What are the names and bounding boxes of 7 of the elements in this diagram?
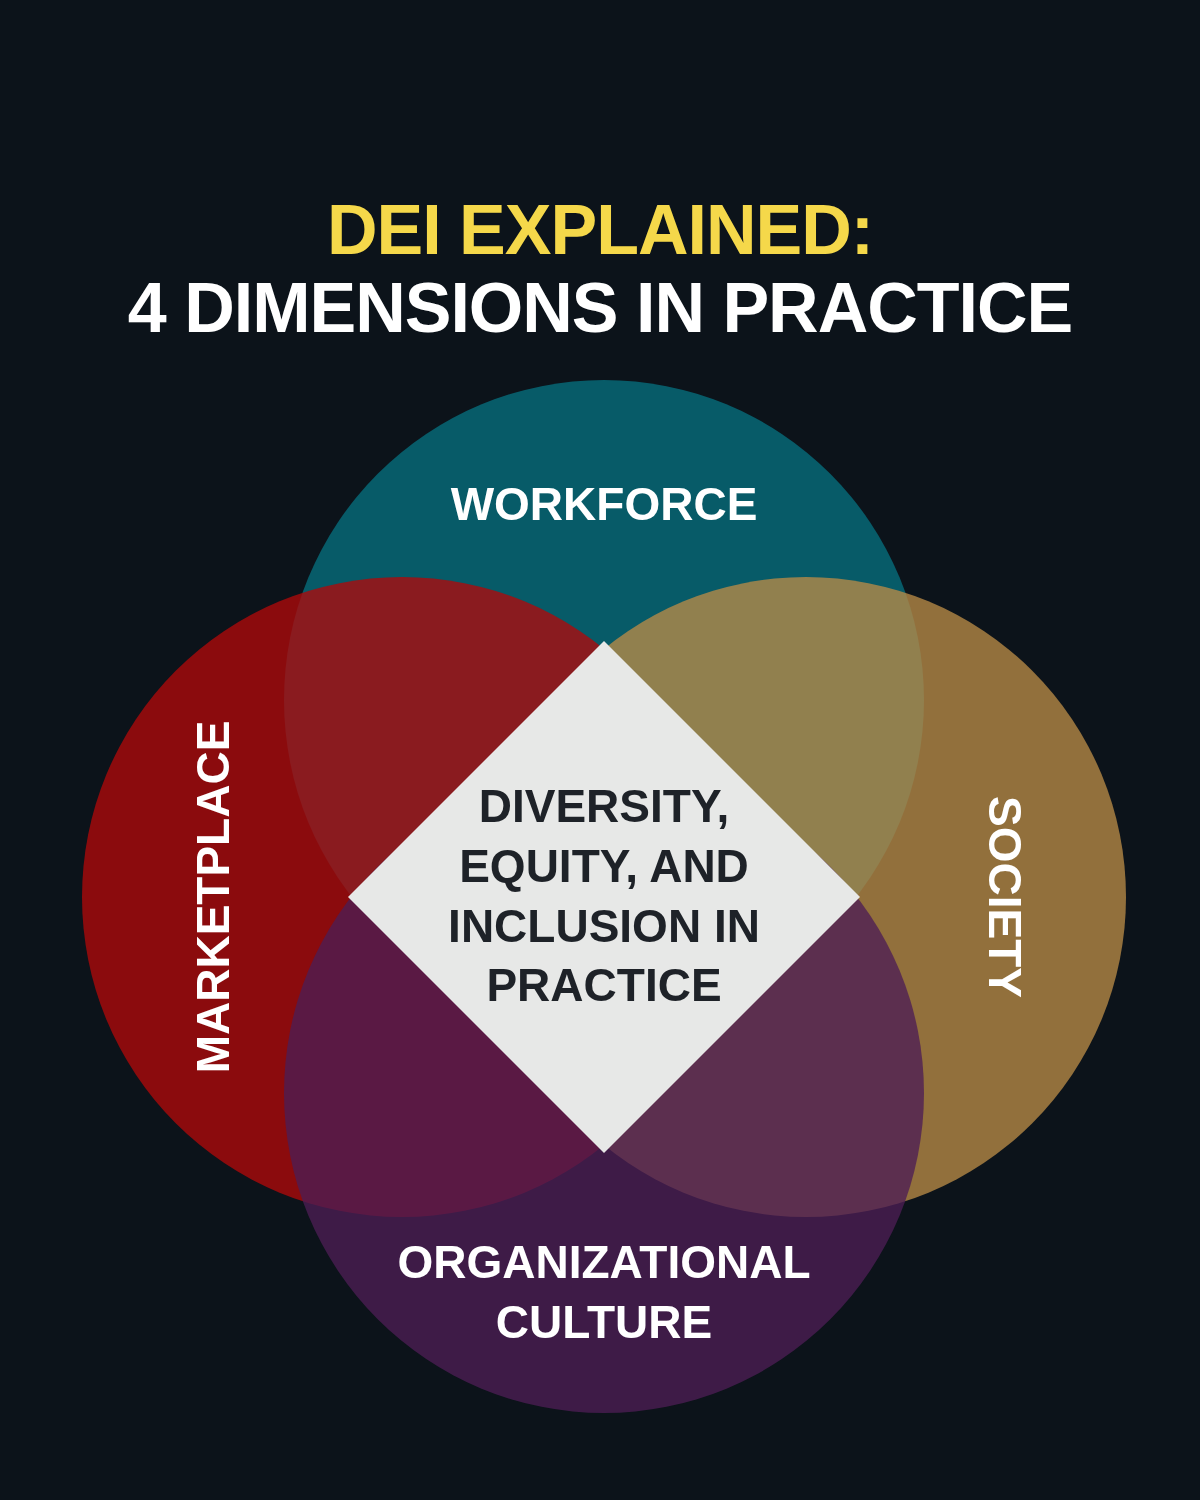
circle-label: MARKETPLACE xyxy=(186,719,241,1076)
circle-label: ORGANIZATIONAL CULTURE xyxy=(396,1235,812,1350)
circle-label: WORKFORCE xyxy=(449,477,759,533)
circle-label: SOCIETY xyxy=(977,795,1032,1000)
title-text: DEI EXPLAINED: xyxy=(325,190,875,270)
title-text: 4 DIMENSIONS IN PRACTICE xyxy=(126,268,1074,348)
center-label: DIVERSITY, EQUITY, AND INCLUSION IN PRACTICE xyxy=(447,779,761,1014)
